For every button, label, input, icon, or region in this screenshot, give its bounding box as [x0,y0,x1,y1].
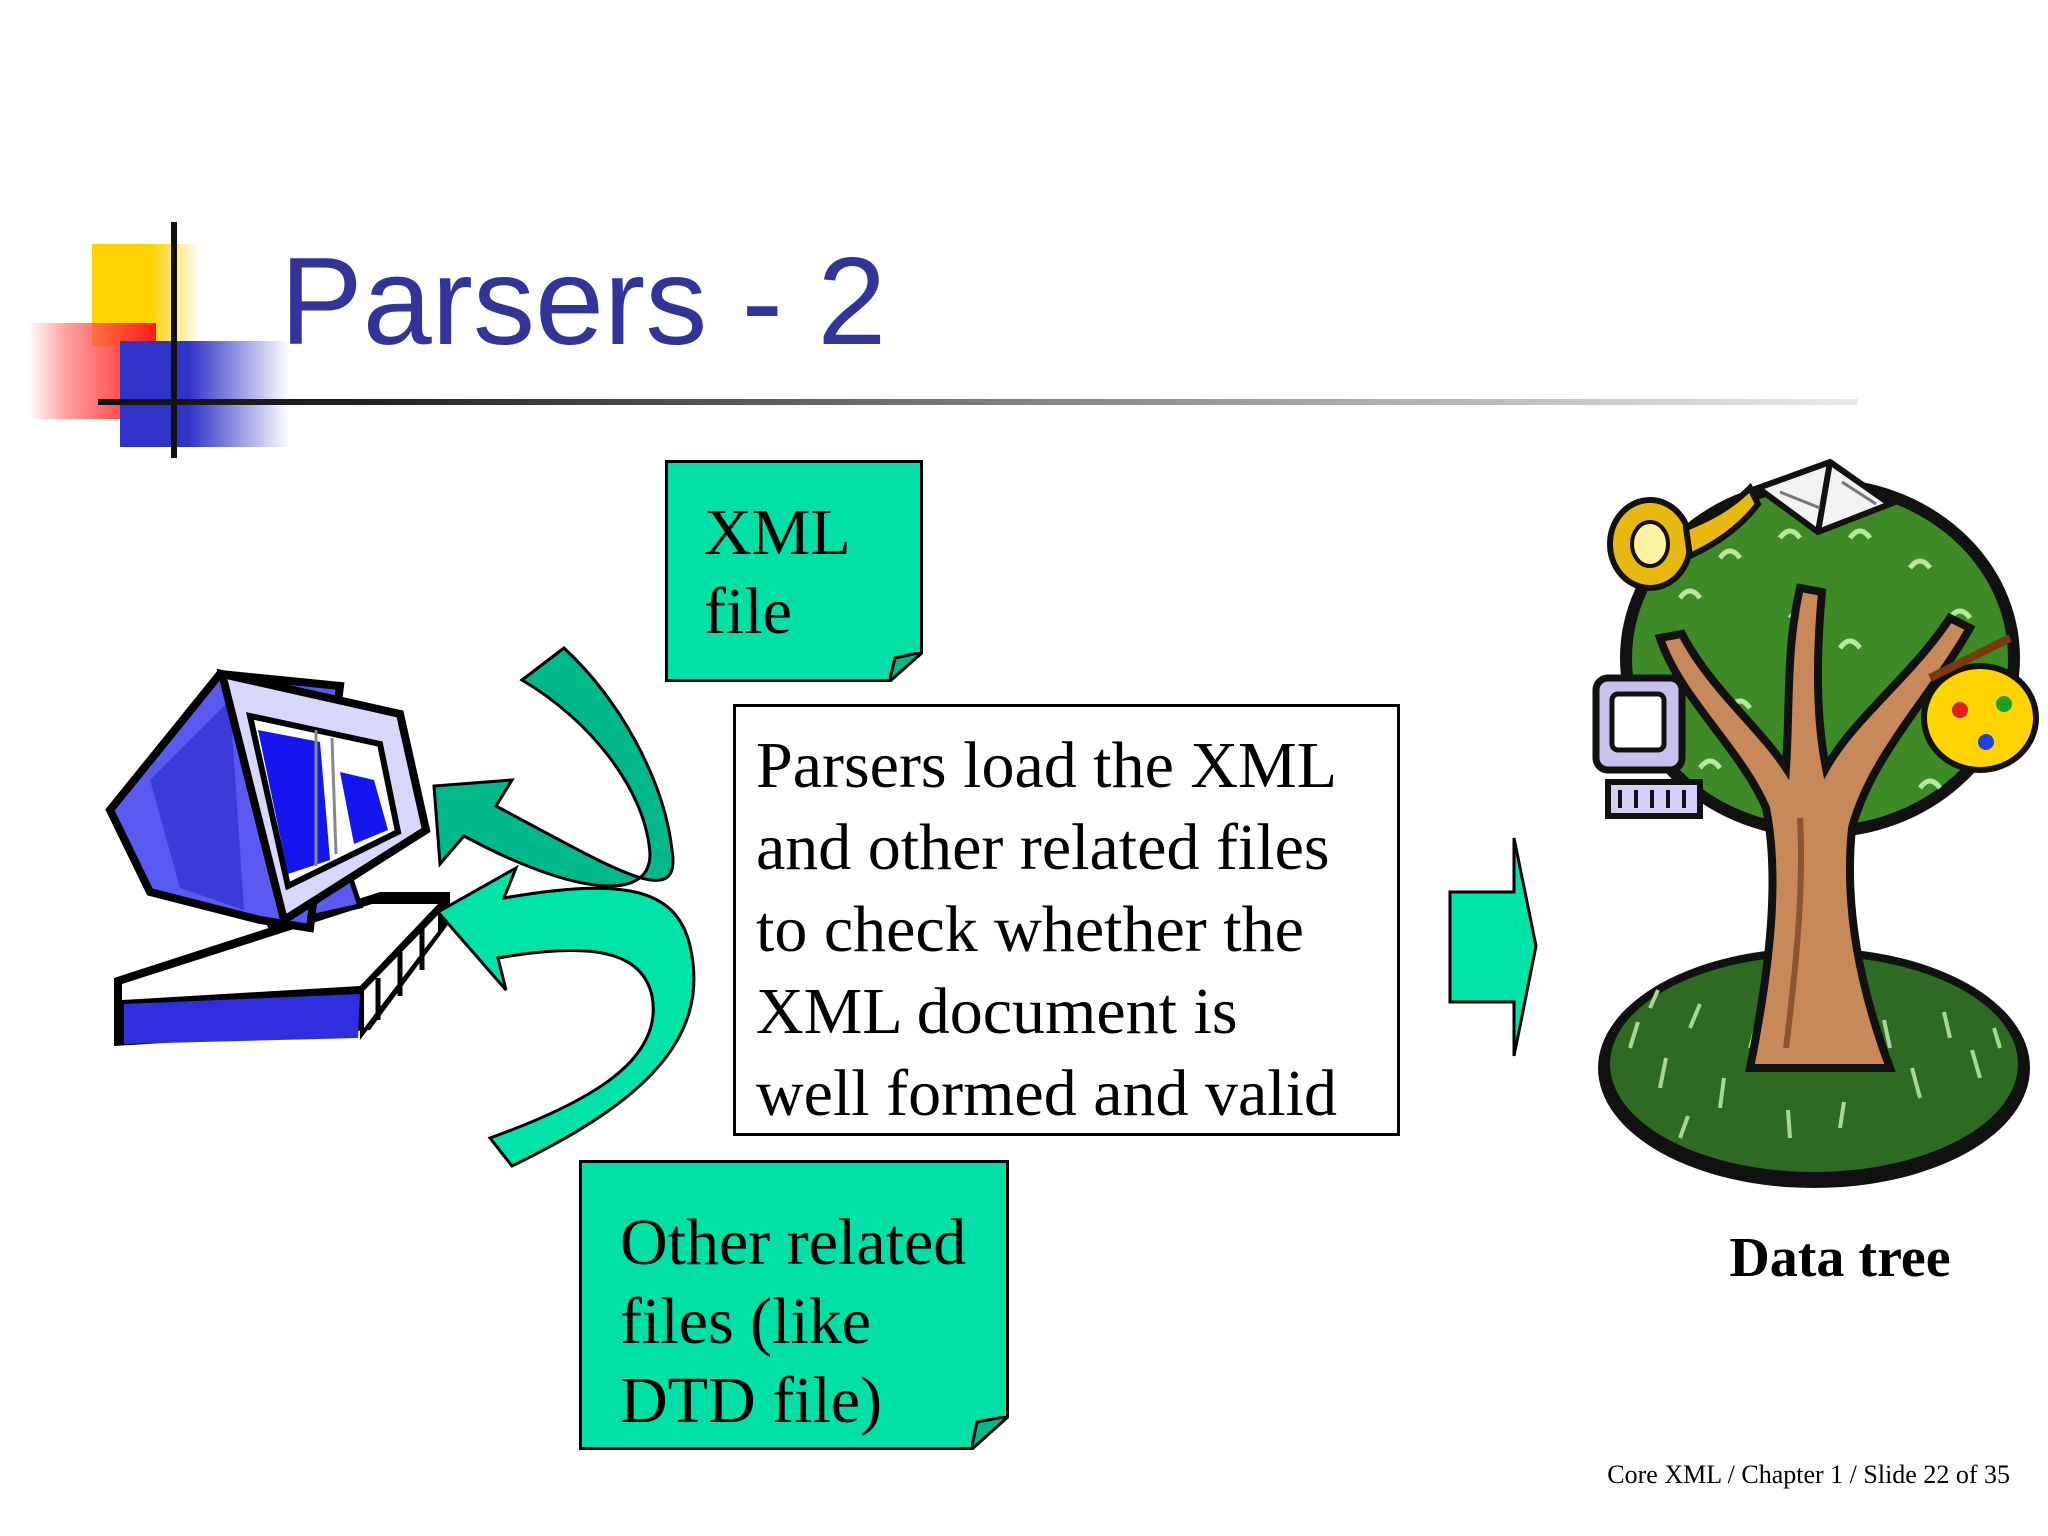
description-line: well formed and valid [756,1057,1337,1130]
arrow-from-other-files [435,864,696,1168]
description-line: to check whether the [756,893,1304,966]
page-fold-icon [889,652,923,682]
description-line: XML document is [756,975,1238,1048]
xml-file-note-line: file [704,575,792,649]
other-files-note-text: Other related files (like DTD file) [620,1203,966,1441]
xml-file-note-line: XML [704,496,851,569]
xml-file-note: XML file [665,460,923,682]
data-tree-icon [1592,458,2039,1188]
title-decoration-blue [120,341,290,447]
xml-file-note-text: XML file [704,493,851,651]
data-tree-label: Data tree [1729,1227,1951,1289]
other-files-note-line: Other related [620,1206,967,1279]
slide-title: Parsers - 2 [280,233,887,371]
slide-footer: Core XML / Chapter 1 / Slide 22 of 35 [1607,1460,2010,1489]
other-files-note-line: files (like [620,1285,872,1359]
parser-description-box: Parsers load the XML and other related f… [733,704,1400,1136]
description-line: Parsers load the XML [756,729,1338,802]
page-fold-icon [971,1416,1009,1450]
other-files-note: Other related files (like DTD file) [579,1160,1009,1450]
description-line: and other related files [756,811,1330,884]
title-underline [98,399,1858,405]
computer-icon [105,668,450,1046]
arrow-from-xml-file [432,646,675,888]
title-decoration-vertical-line [171,222,177,458]
right-arrow-icon [1448,837,1538,1057]
other-files-note-line: DTD file) [620,1364,883,1438]
input-arrows [432,646,696,1168]
